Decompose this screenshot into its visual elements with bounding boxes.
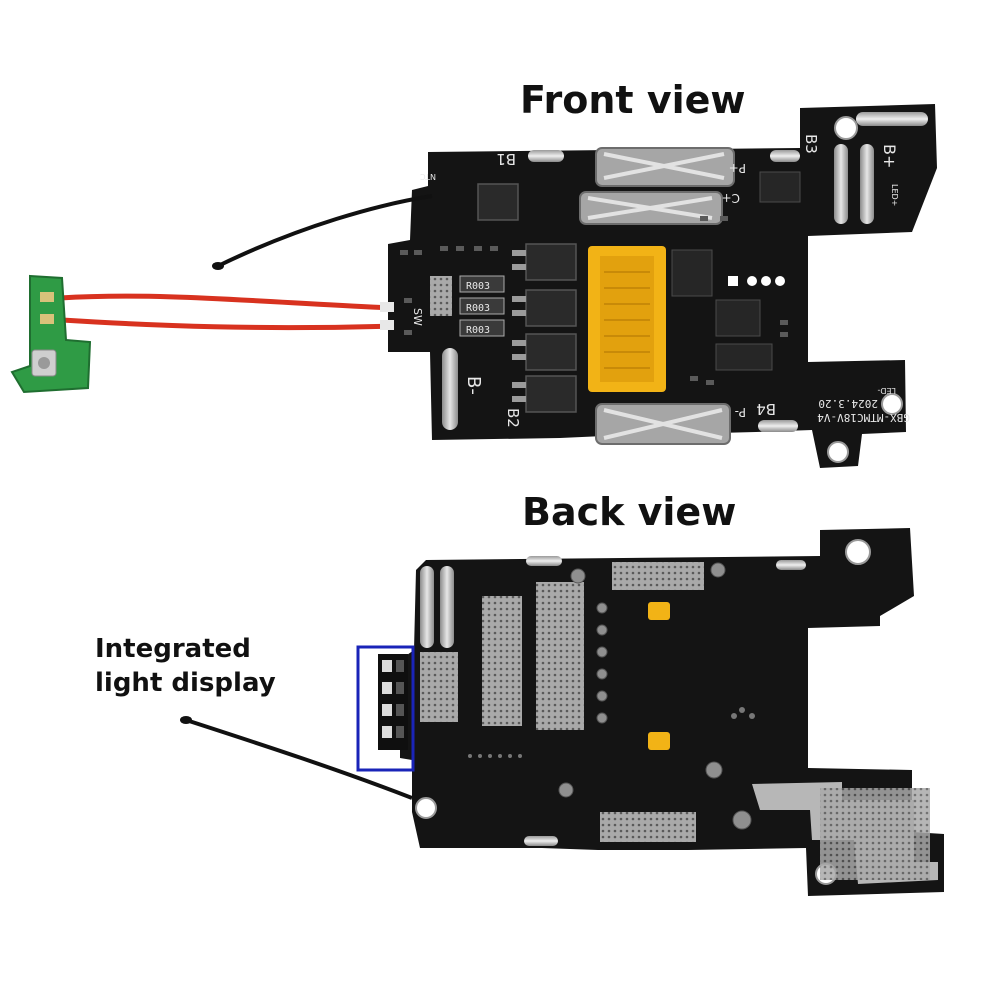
front-view-title: Front view [520,78,746,122]
label-b-plus: B+ [880,144,899,168]
ntc-sensor [212,262,224,270]
ntc-wire [217,194,433,268]
label-sw: SW [411,308,424,326]
annotation-line-2: light display [95,668,276,698]
label-p-minus: P- [735,405,746,419]
led-indicator-column [378,654,408,750]
button-wires [59,293,395,331]
label-b-minus: B- [463,376,484,395]
label-led-minus: LED- [877,386,896,395]
back-ntc-sensor [180,716,192,724]
button-board [10,274,92,394]
front-pcb: R003 R003 R003 B1 B3 [388,104,937,468]
back-pcb [378,528,944,896]
label-b3: B3 [802,134,820,154]
shunt-label-2: R003 [466,303,490,314]
back-ntc-wire [185,718,413,800]
label-p-plus: P+ [729,161,746,175]
integrated-light-display-label: Integrated light display [95,632,276,700]
light-display-highlight-box [356,645,415,772]
label-b1: B1 [496,150,516,168]
back-view-title: Back view [522,490,737,534]
shunt-label-1: R003 [466,281,490,292]
label-model: GBX-MTMC18V-V4 [817,411,910,424]
label-b4: B4 [756,400,776,418]
label-b2: B2 [504,408,522,428]
annotation-line-1: Integrated [95,634,251,664]
label-date: 2024.3.20 [818,397,878,410]
label-led-plus: LED+ [890,184,899,206]
label-ntc: NTC [420,172,436,181]
shunt-label-3: R003 [466,325,490,336]
label-c-plus: C+ [722,191,740,205]
